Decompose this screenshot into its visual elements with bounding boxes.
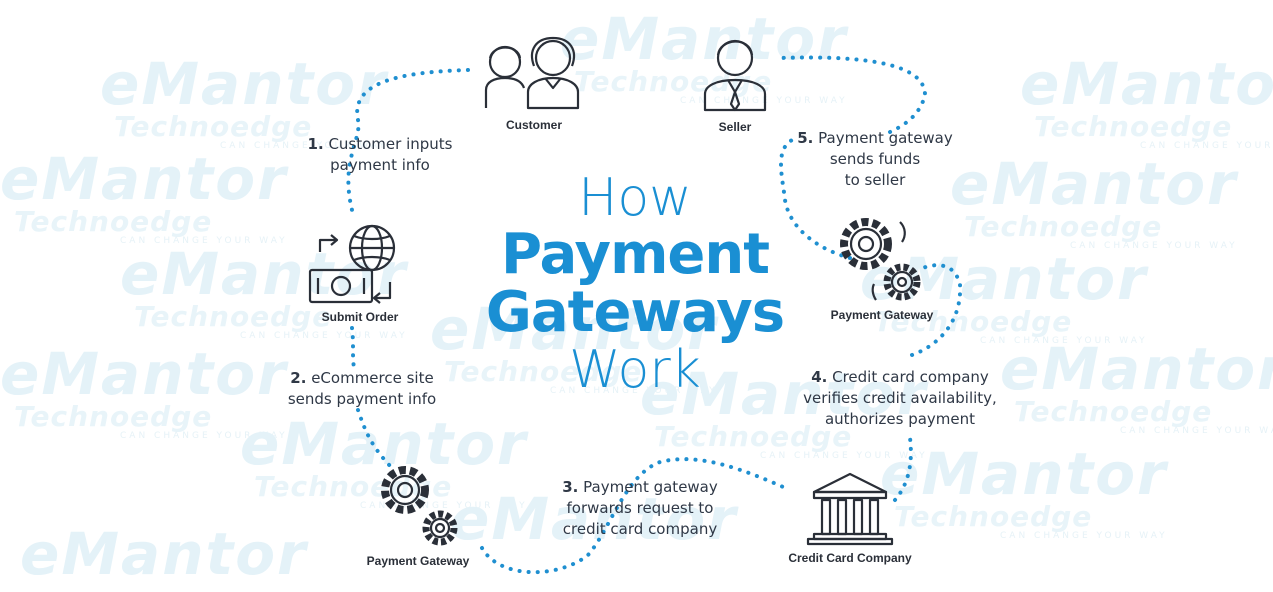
path-submit-to-gateway: [350, 326, 356, 370]
submit-order-label: Submit Order: [321, 310, 399, 324]
step-5: 5. Payment gateway sends funds to seller: [797, 129, 953, 189]
path-ccc-to-gateway: [893, 436, 913, 502]
title-line: How: [578, 168, 692, 228]
gear-icon: [381, 466, 458, 546]
title-line: Work: [569, 340, 701, 400]
path-submit-to-gateway-lower: [356, 408, 394, 470]
step-2: 2. eCommerce site sends payment info: [287, 369, 437, 408]
path-gateway-to-seller: [779, 138, 852, 260]
customer-icon: [484, 36, 580, 110]
path-customer-to-submit: [346, 68, 470, 212]
payment-gateway-label: Payment Gateway: [830, 308, 934, 322]
dotted-flow-paths: [346, 55, 963, 575]
seller-icon: [703, 39, 767, 112]
path-gateway-to-ccc: [480, 457, 792, 575]
gear-icon: [840, 218, 921, 301]
path-seller-loop: [778, 55, 928, 134]
seller-label: Seller: [718, 120, 752, 134]
main-title: How Payment Gateways Work: [470, 170, 800, 398]
step-1: 1. Customer inputs payment info: [307, 135, 453, 174]
credit-card-company-label: Credit Card Company: [788, 551, 912, 565]
bank-icon: [806, 472, 894, 546]
title-line: Gateways: [485, 280, 785, 345]
customer-label: Customer: [505, 118, 562, 132]
step-4: 4. Credit card company verifies credit a…: [803, 368, 997, 428]
submit-order-icon: [308, 224, 396, 304]
path-gateway-right: [910, 263, 963, 357]
title-line: Payment: [500, 222, 770, 287]
payment-gateway-label: Payment Gateway: [366, 554, 470, 568]
step-3: 3. Payment gateway forwards request to c…: [562, 478, 718, 538]
